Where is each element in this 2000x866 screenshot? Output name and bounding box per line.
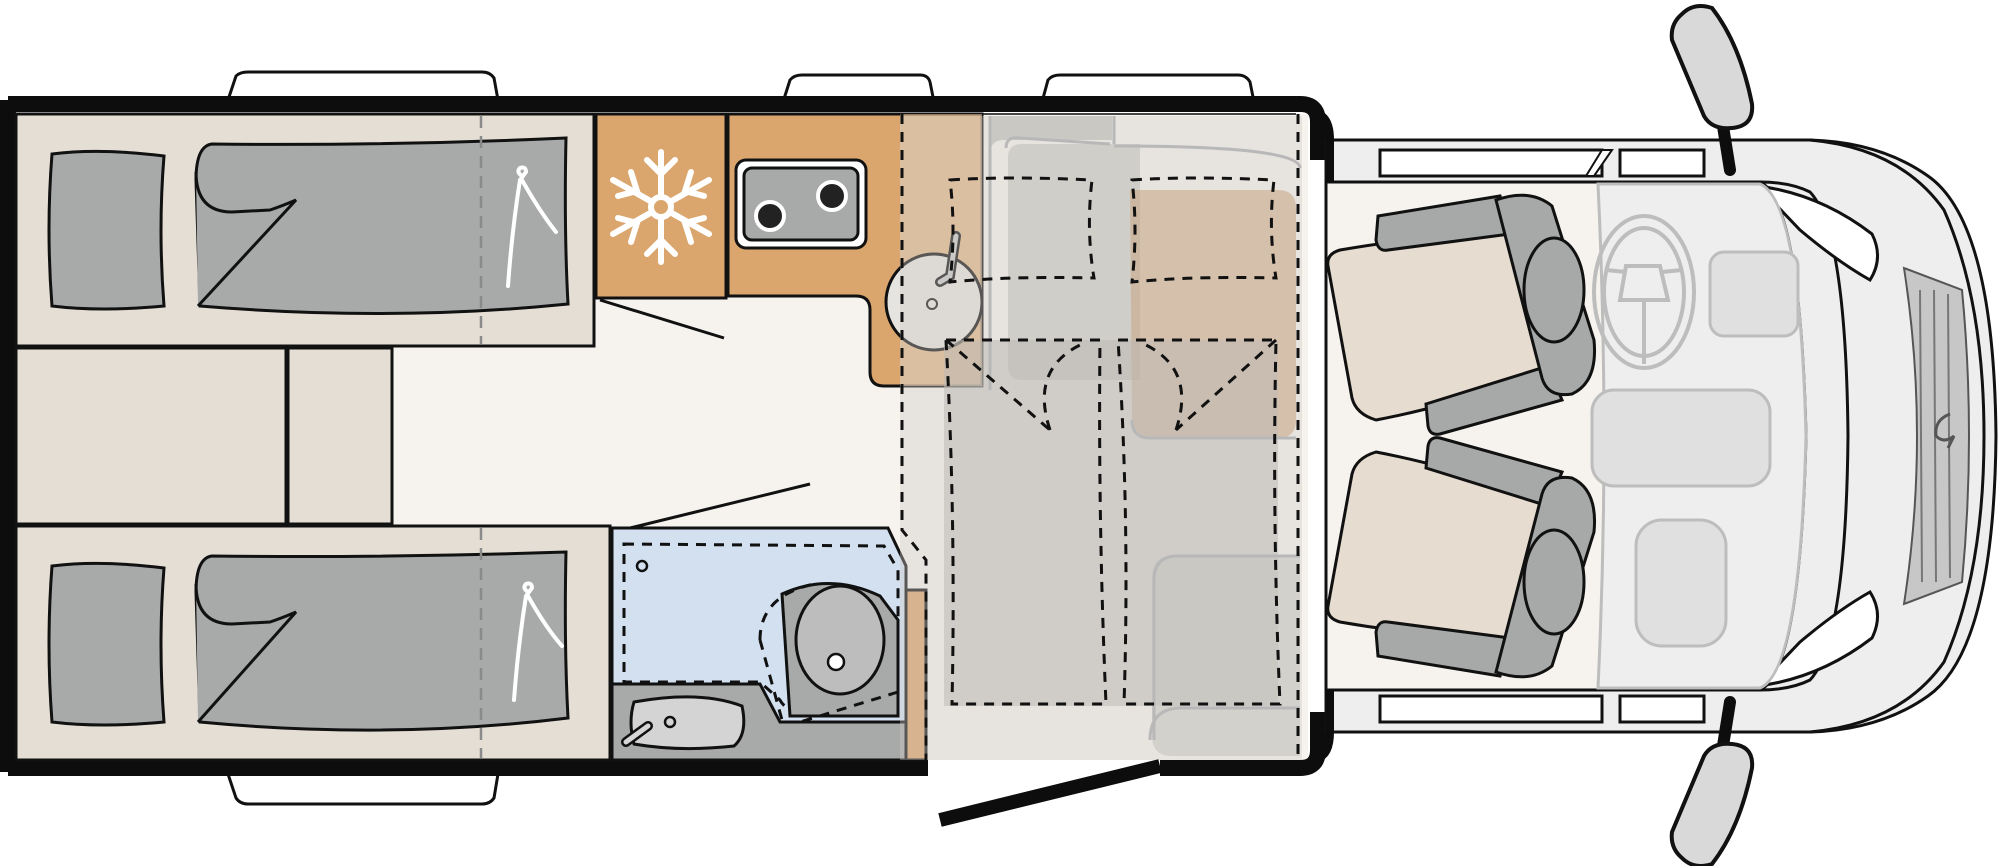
bench-backrest [990,116,1112,154]
fridge [594,112,728,300]
rear-bed-bottom [14,524,612,762]
burner-icon [816,180,848,212]
fridge-door-swing [599,298,725,340]
windscreen [1753,589,1879,689]
rear-bed-top [14,112,596,348]
toilet-icon [758,582,900,724]
cab-consoles [1590,250,1800,648]
side-mirrors [1669,4,1755,866]
bed-step [14,346,394,526]
brand-logo-icon [1934,412,1956,449]
bench-seat [1008,144,1140,380]
window-bottom-left [225,772,500,806]
burner-icon [754,200,786,232]
cab-junction [1316,690,1334,762]
two-burner-hob [734,158,868,250]
side-bench [1152,556,1300,756]
duvet-fold [194,171,298,308]
cab-junction [1316,110,1334,182]
hanger-icon [506,165,558,288]
kitchen [726,112,984,388]
window-top-right [1040,73,1256,104]
window-top-left [225,70,500,102]
drop-down-bed-outline [900,114,1300,760]
mattress [194,550,570,732]
cab-side-window [1618,694,1706,724]
snowflake-icon [610,149,712,265]
cab-side-window [1378,694,1604,724]
bathroom [610,526,908,762]
driver-seat [1326,193,1597,436]
roof-windows [225,70,1256,806]
wardrobe [904,588,928,762]
entrance-door [938,759,1162,827]
steering-wheel-icon [1592,214,1696,370]
mattress [194,136,570,316]
hanger-icon [512,581,564,702]
cab-side-window [1378,148,1604,178]
window-top-mid [780,73,936,104]
duvet-fold [194,583,298,723]
pillow [47,149,166,311]
cab-side-window [1618,148,1706,178]
passenger-seat [1326,436,1597,679]
bathroom-door-swing [629,482,811,530]
windscreen [1753,183,1879,283]
dinette [900,116,1302,760]
pillow [47,561,166,727]
walls [0,96,1326,776]
